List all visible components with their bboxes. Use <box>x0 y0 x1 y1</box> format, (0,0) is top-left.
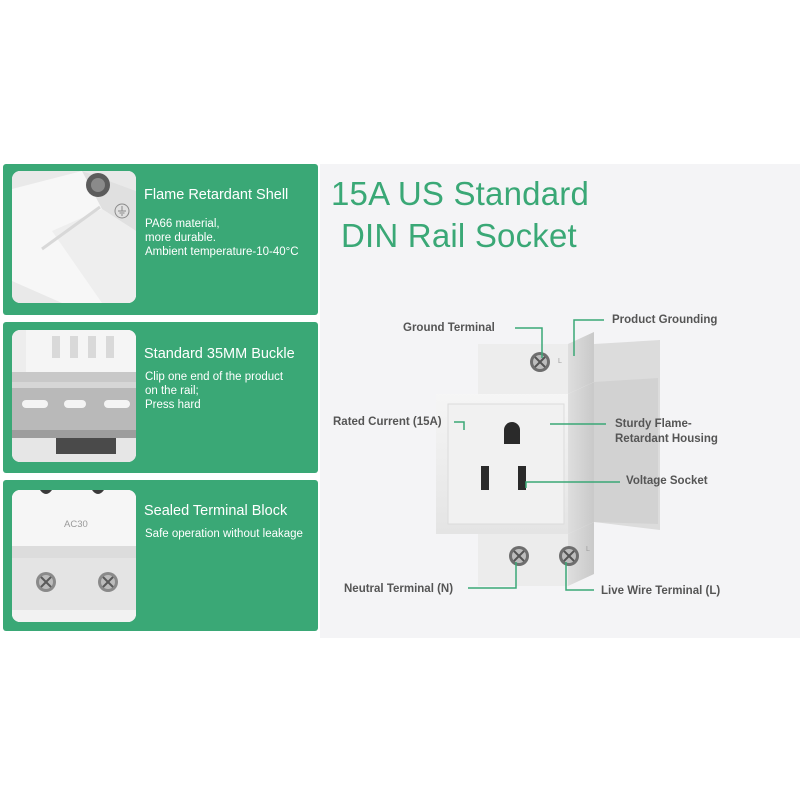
callout-rated-current: Rated Current (15A) <box>333 416 442 428</box>
feature-title: Standard 35MM Buckle <box>144 346 295 362</box>
product-title-line1: 15A US Standard <box>331 175 590 212</box>
outlet-receptacle-icon <box>481 422 526 490</box>
live-wire-terminal-screw-icon <box>559 546 579 566</box>
feature-thumb-din-rail-buckle <box>12 330 136 462</box>
feature-description-line: on the rail; <box>145 385 199 397</box>
feature-thumb-terminal-block: AC30 <box>12 490 136 622</box>
callout-sturdy-housing-line1: Sturdy Flame- <box>615 418 692 430</box>
callout-live-wire-terminal: Live Wire Terminal (L) <box>601 585 721 597</box>
callout-ground-terminal: Ground Terminal <box>403 322 495 334</box>
feature-description-line: PA66 material, <box>145 218 220 230</box>
grounding-symbol-icon <box>114 203 130 219</box>
feature-title: Flame Retardant Shell <box>144 187 289 203</box>
feature-card-standard-35mm-buckle: Standard 35MM Buckle Clip one end of the… <box>3 322 318 473</box>
product-title-line2: DIN Rail Socket <box>341 217 577 254</box>
callout-voltage-socket: Voltage Socket <box>626 475 708 487</box>
thumb-model-label: AC30 <box>64 519 88 530</box>
feature-description-line: more durable. <box>145 232 216 244</box>
feature-description-line: Ambient temperature-10-40°C <box>145 246 299 258</box>
feature-description-line: Press hard <box>145 399 201 411</box>
socket-mark-right: L <box>586 546 590 553</box>
socket-mark-top: L <box>558 358 562 365</box>
ground-terminal-screw-icon <box>530 352 550 372</box>
callout-leader-lines <box>454 319 620 591</box>
callout-neutral-terminal: Neutral Terminal (N) <box>344 583 454 595</box>
neutral-terminal-screw-icon <box>509 546 529 566</box>
callout-sturdy-housing-line2: Retardant Housing <box>615 433 718 445</box>
feature-description-line: Safe operation without leakage <box>145 528 303 540</box>
feature-card-flame-retardant-shell: Flame Retardant Shell PA66 material, mor… <box>3 164 318 315</box>
feature-card-sealed-terminal-block: AC30 Sealed Terminal Block Safe operatio… <box>3 480 318 631</box>
feature-title: Sealed Terminal Block <box>144 503 288 519</box>
product-panel: 15A US Standard DIN Rail Socket <box>320 164 800 638</box>
feature-thumb-shell-corner <box>12 171 136 303</box>
feature-description-line: Clip one end of the product <box>145 371 284 383</box>
callout-product-grounding: Product Grounding <box>612 314 718 326</box>
din-rail-socket-illustration <box>436 319 660 591</box>
